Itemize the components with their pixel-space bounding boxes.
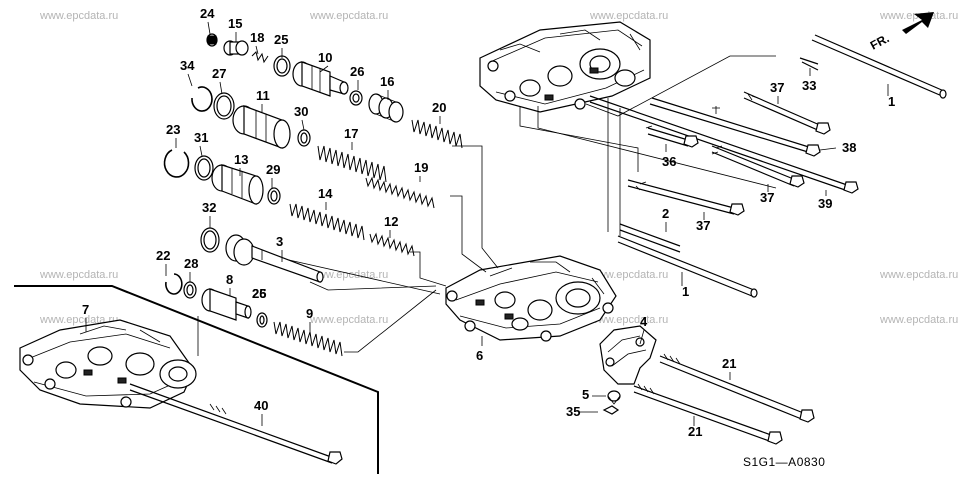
callout-34: 34 <box>180 58 195 73</box>
part-9 <box>273 321 343 357</box>
callout-6: 6 <box>476 348 483 363</box>
watermark: www.epcdata.ru <box>879 269 958 281</box>
callout-25: 25 <box>274 32 288 47</box>
part-28 <box>183 281 197 299</box>
watermark: www.epcdata.ru <box>589 269 668 281</box>
upper-bolts <box>589 34 947 298</box>
callout-16: 16 <box>380 74 394 89</box>
part-18 <box>251 51 269 64</box>
bolts-21 <box>633 353 815 445</box>
part-26-top <box>349 90 363 106</box>
callout-20: 20 <box>432 100 446 115</box>
callout-17: 17 <box>344 126 358 141</box>
callout-35: 35 <box>566 404 580 419</box>
callout-4: 4 <box>640 314 648 329</box>
callout-26: 26 <box>252 286 266 301</box>
upper-valve-body <box>479 21 651 113</box>
callout-leaders <box>85 21 889 426</box>
parts-5-35 <box>602 390 621 415</box>
part-25-top <box>273 55 291 77</box>
callout-36: 36 <box>662 154 676 169</box>
callout-18: 18 <box>250 30 264 45</box>
part-27 <box>213 92 235 120</box>
part-29 <box>267 187 281 205</box>
part-22 <box>165 273 183 295</box>
upper-leaders <box>519 55 777 236</box>
callout-27: 27 <box>212 66 226 81</box>
watermark: www.epcdata.ru <box>39 269 118 281</box>
callout-38: 38 <box>842 140 856 155</box>
callout-23: 23 <box>166 122 180 137</box>
part-31 <box>194 155 214 181</box>
callout-40: 40 <box>254 398 268 413</box>
part-26-bottom <box>256 312 268 328</box>
part-12 <box>369 232 415 257</box>
centre-leaders <box>279 145 499 353</box>
part-8 <box>201 288 252 321</box>
watermark: www.epcdata.ru <box>309 10 388 22</box>
callout-31: 31 <box>194 130 208 145</box>
callout-2: 2 <box>662 206 669 221</box>
callout-29: 29 <box>266 162 280 177</box>
part-19 <box>365 176 435 209</box>
callout-19: 19 <box>414 160 428 175</box>
part-16 <box>368 93 404 123</box>
bracket-4 <box>599 325 657 385</box>
part-13 <box>211 164 264 205</box>
part-23 <box>163 149 190 178</box>
callout-13: 13 <box>234 152 248 167</box>
callout-10: 10 <box>318 50 332 65</box>
callout-37: 37 <box>696 218 710 233</box>
callout-22: 22 <box>156 248 170 263</box>
centre-valve-body <box>445 255 617 342</box>
diagram-code: S1G1—A0830 <box>743 455 825 469</box>
watermark: www.epcdata.ru <box>589 10 668 22</box>
part-20 <box>411 119 463 149</box>
part-14 <box>289 203 365 241</box>
callout-1: 1 <box>888 94 895 109</box>
watermark: www.epcdata.ru <box>879 314 958 326</box>
part-11 <box>232 105 291 149</box>
callout-7: 7 <box>82 302 89 317</box>
part-30 <box>297 129 311 147</box>
callout-33: 33 <box>802 78 816 93</box>
part-3 <box>225 234 324 283</box>
part-34 <box>191 86 213 112</box>
watermark: www.epcdata.ru <box>589 314 668 326</box>
callout-39: 39 <box>818 196 832 211</box>
bolt-40 <box>129 383 343 465</box>
callout-5: 5 <box>582 387 589 402</box>
callout-9: 9 <box>306 306 313 321</box>
lower-valve-body <box>19 319 197 409</box>
callout-1: 1 <box>682 284 689 299</box>
callout-37: 37 <box>770 80 784 95</box>
callout-21: 21 <box>722 356 736 371</box>
callout-3: 3 <box>276 234 283 249</box>
callout-21: 21 <box>688 424 702 439</box>
part-10 <box>292 61 349 97</box>
callout-25: 25 <box>252 286 266 301</box>
arrow-icon <box>902 12 934 34</box>
part-32 <box>200 227 220 253</box>
callout-28: 28 <box>184 256 198 271</box>
callout-11: 11 <box>256 88 270 103</box>
callout-32: 32 <box>202 200 216 215</box>
callout-24: 24 <box>200 6 215 21</box>
callout-8: 8 <box>226 272 233 287</box>
callout-37: 37 <box>760 190 774 205</box>
callout-26: 26 <box>350 64 364 79</box>
callout-14: 14 <box>318 186 333 201</box>
watermark: www.epcdata.ru <box>39 10 118 22</box>
callouts: 1 1 2 3 4 5 6 7 8 9 10 11 12 13 14 15 16… <box>82 6 895 439</box>
part-15 <box>223 40 249 56</box>
callout-30: 30 <box>294 104 308 119</box>
watermark: www.epcdata.ru <box>309 314 388 326</box>
callout-12: 12 <box>384 214 398 229</box>
assembly-outline <box>14 285 379 474</box>
callout-15: 15 <box>228 16 242 31</box>
front-label: FR. <box>868 31 892 52</box>
part-17 <box>317 145 387 183</box>
part-24 <box>206 33 218 47</box>
